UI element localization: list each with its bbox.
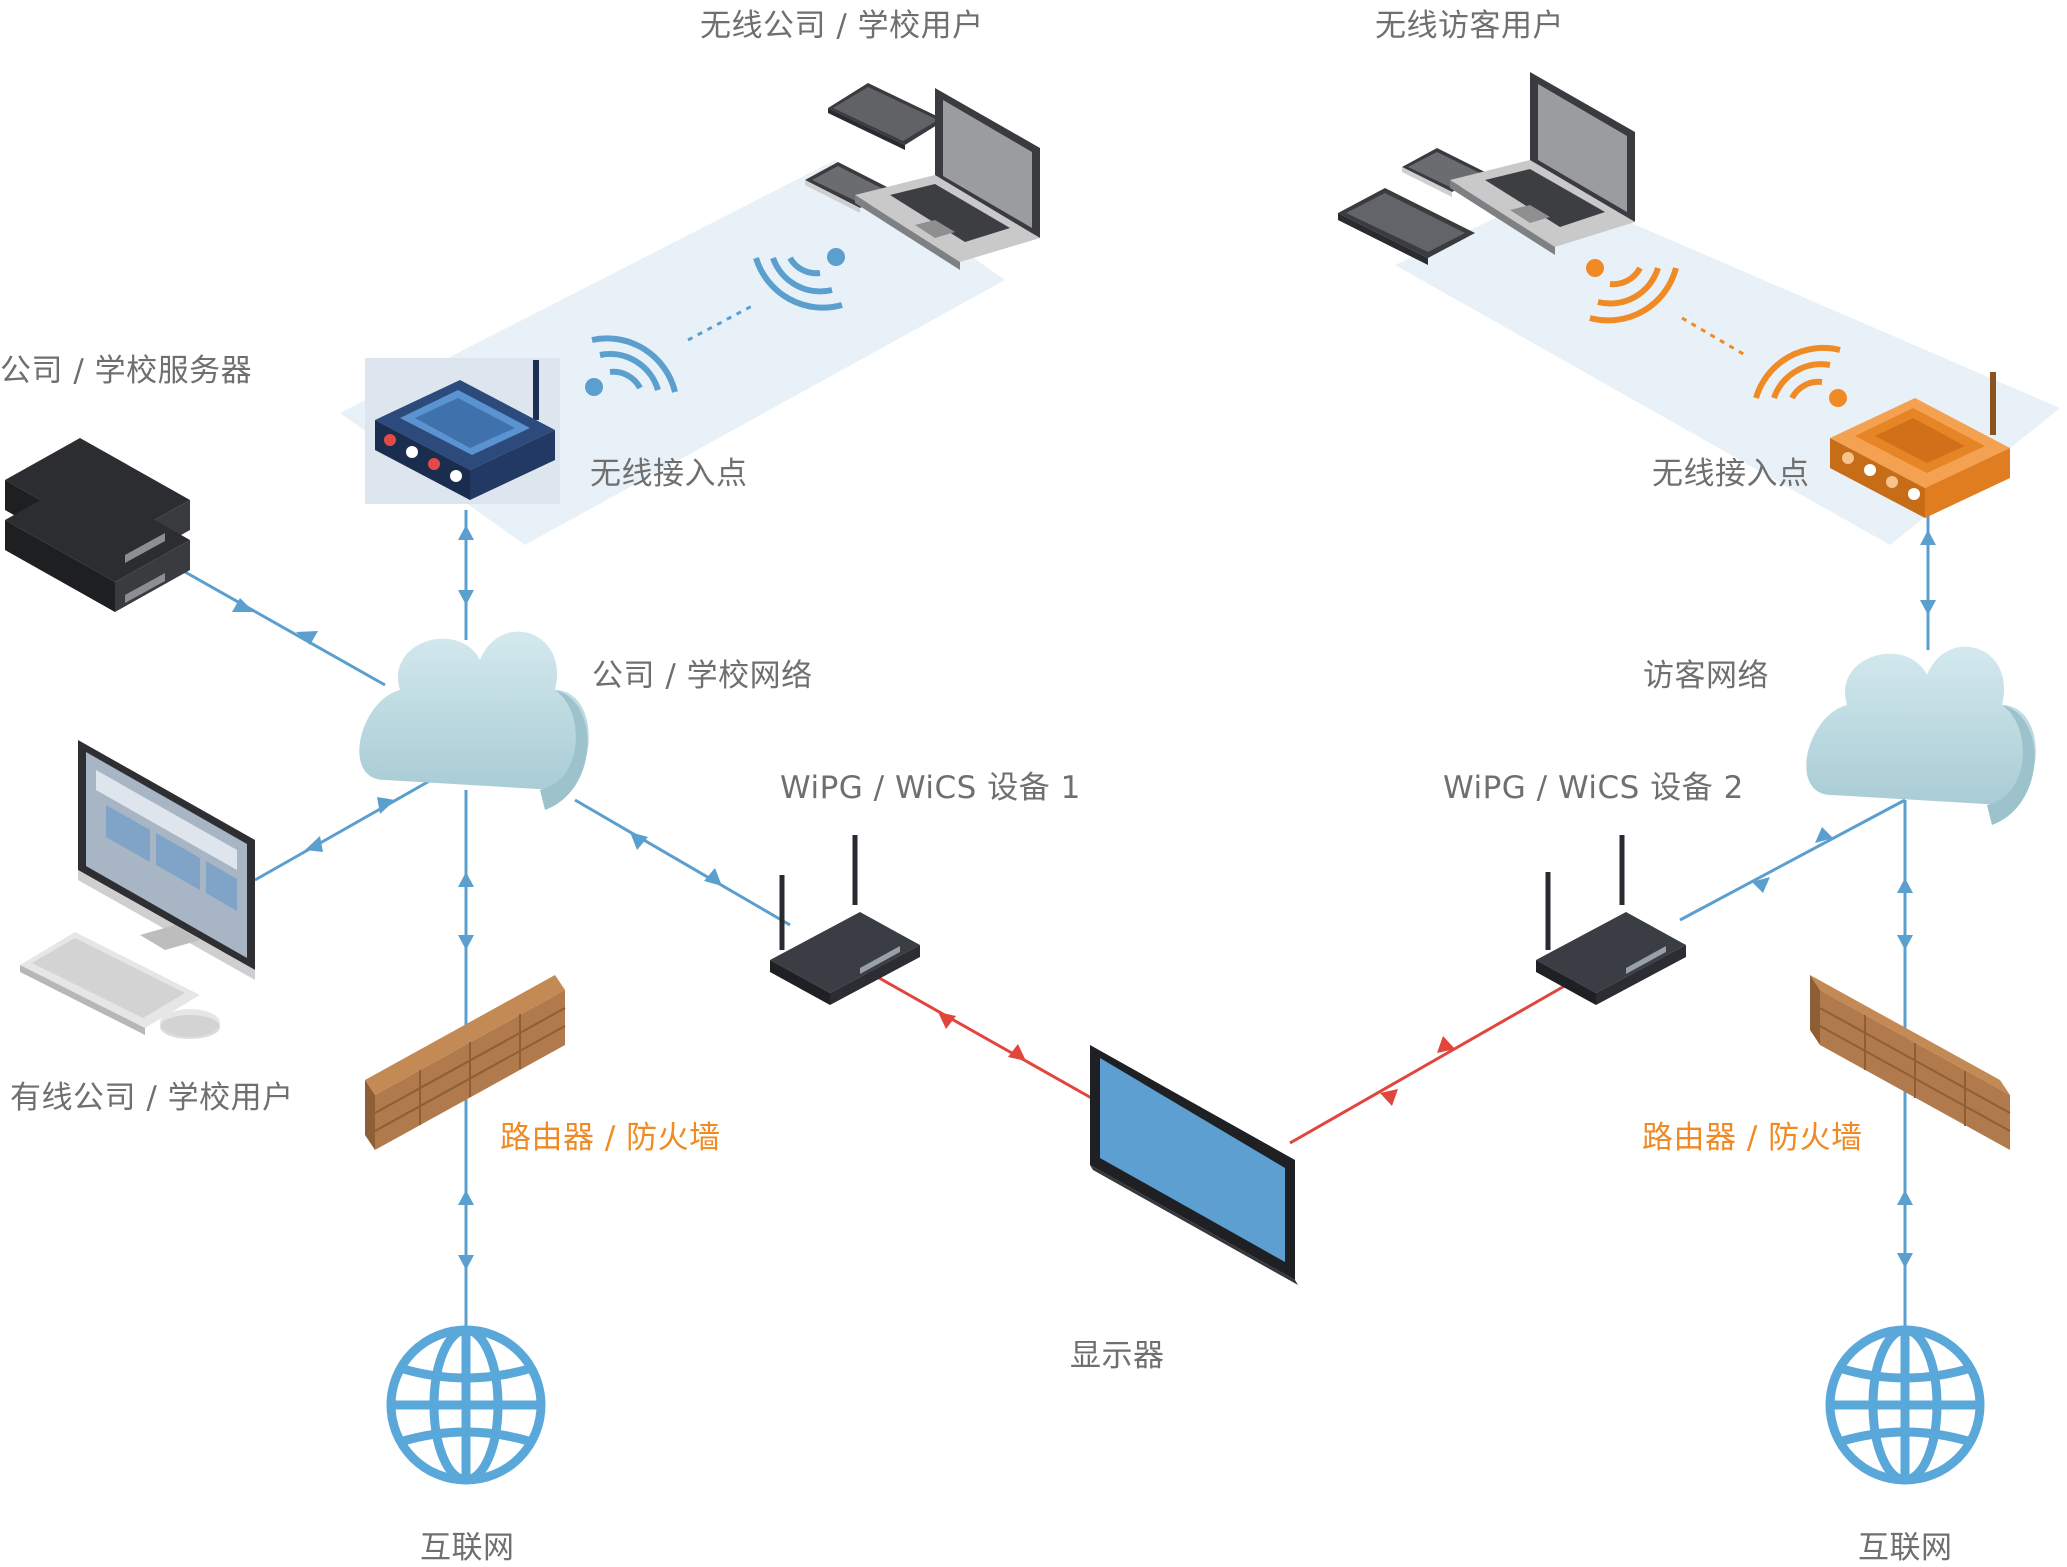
label-corp-servers: 公司 / 学校服务器 (0, 353, 253, 389)
label-wireless-guest-users: 无线访客用户 (1375, 8, 1564, 44)
label-display: 显示器 (1070, 1338, 1165, 1374)
link-ap-right-guest-cloud (1920, 515, 1936, 650)
label-internet-left: 互联网 (420, 1530, 515, 1566)
label-ap-right: 无线接入点 (1652, 456, 1810, 492)
laptop-icon (1450, 72, 1635, 255)
link-server-cloud (154, 553, 386, 687)
tablet-icon (828, 83, 945, 150)
mouse-icon (160, 1009, 220, 1039)
wireless-link-right (1681, 316, 1746, 357)
firewall-icon (1810, 975, 2011, 1150)
link-wipg2-display (1289, 978, 1576, 1145)
cloud-icon (359, 631, 589, 810)
label-router-firewall-left: 路由器 / 防火墙 (500, 1120, 721, 1156)
laptop-icon (855, 88, 1040, 270)
wipg-device-icon (770, 835, 920, 1005)
label-wipg-device-2: WiPG / WiCS 设备 2 (1443, 770, 1744, 806)
link-cloud-wipg1 (574, 798, 791, 927)
wireless-link-left (687, 304, 753, 342)
keyboard-icon (20, 932, 200, 1035)
server-icon (5, 438, 190, 612)
access-point-icon (1830, 372, 2010, 518)
label-internet-right: 互联网 (1858, 1530, 1953, 1566)
wifi-signal-icon (585, 248, 845, 396)
link-wipg1-display (864, 968, 1096, 1102)
wifi-signal-icon (1586, 259, 1847, 407)
display-icon (1090, 1045, 1298, 1285)
globe-icon (1825, 1325, 1985, 1485)
globe-icon (386, 1325, 546, 1485)
label-ap-left: 无线接入点 (590, 456, 748, 492)
desktop-computer-icon (78, 740, 255, 980)
label-router-firewall-right: 路由器 / 防火墙 (1642, 1120, 1863, 1156)
link-ap-left-cloud (458, 510, 474, 640)
firewall-icon (365, 975, 566, 1150)
tablet-icon (1338, 188, 1475, 265)
label-corp-network: 公司 / 学校网络 (592, 658, 813, 694)
label-wireless-corp-users: 无线公司 / 学校用户 (700, 8, 984, 44)
label-wipg-device-1: WiPG / WiCS 设备 1 (780, 770, 1081, 806)
label-wired-corp-users: 有线公司 / 学校用户 (10, 1080, 294, 1116)
cloud-icon (1806, 646, 2036, 825)
link-wipg2-guest-cloud (1679, 798, 1906, 922)
link-desktop-cloud (254, 773, 441, 882)
wipg-device-icon (1536, 835, 1686, 1005)
label-guest-network: 访客网络 (1643, 658, 1769, 694)
access-point-icon (365, 358, 560, 504)
